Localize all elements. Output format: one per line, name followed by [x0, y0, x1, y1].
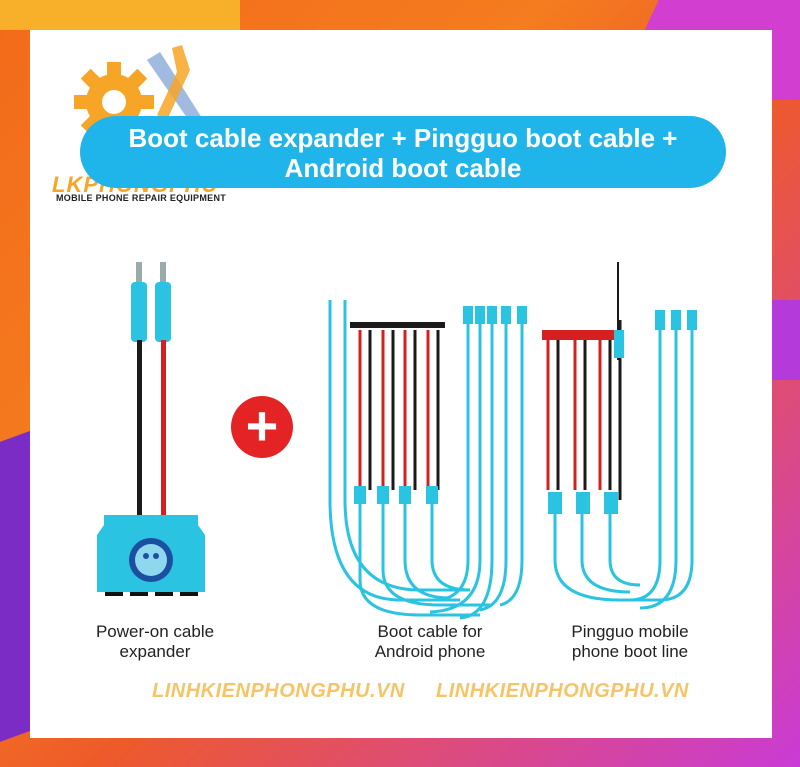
pingguo-boot-line-image	[546, 262, 694, 610]
caption-expander-line-2: expander	[119, 642, 191, 661]
title-line-2: Android boot cable	[284, 153, 522, 183]
caption-pingguo-line-1: Pingguo mobile	[571, 622, 689, 641]
title-banner: Boot cable expander + Pingguo boot cable…	[80, 116, 726, 188]
caption-expander: Power-on cable expander	[70, 622, 240, 662]
caption-pingguo: Pingguo mobile phone boot line	[545, 622, 715, 662]
android-cable-connectors	[350, 306, 527, 504]
caption-pingguo-line-2: phone boot line	[571, 642, 689, 661]
caption-android-line-2: Android phone	[374, 642, 486, 661]
caption-expander-line-1: Power-on cable	[95, 622, 215, 641]
caption-android-line-1: Boot cable for	[377, 622, 483, 641]
android-boot-cable-image	[328, 300, 524, 620]
pingguo-cable-connectors	[542, 310, 697, 514]
plus-icon: +	[231, 396, 293, 458]
watermark-left: LINHKIENPHONGPHU.VN	[152, 680, 405, 702]
power-on-cable-expander-image	[97, 262, 205, 596]
logo-tagline: MOBILE PHONE REPAIR EQUIPMENT	[56, 193, 227, 203]
watermark-right: LINHKIENPHONGPHU.VN	[436, 680, 689, 702]
caption-android: Boot cable for Android phone	[345, 622, 515, 662]
title-line-1: Boot cable expander + Pingguo boot cable…	[128, 123, 678, 153]
